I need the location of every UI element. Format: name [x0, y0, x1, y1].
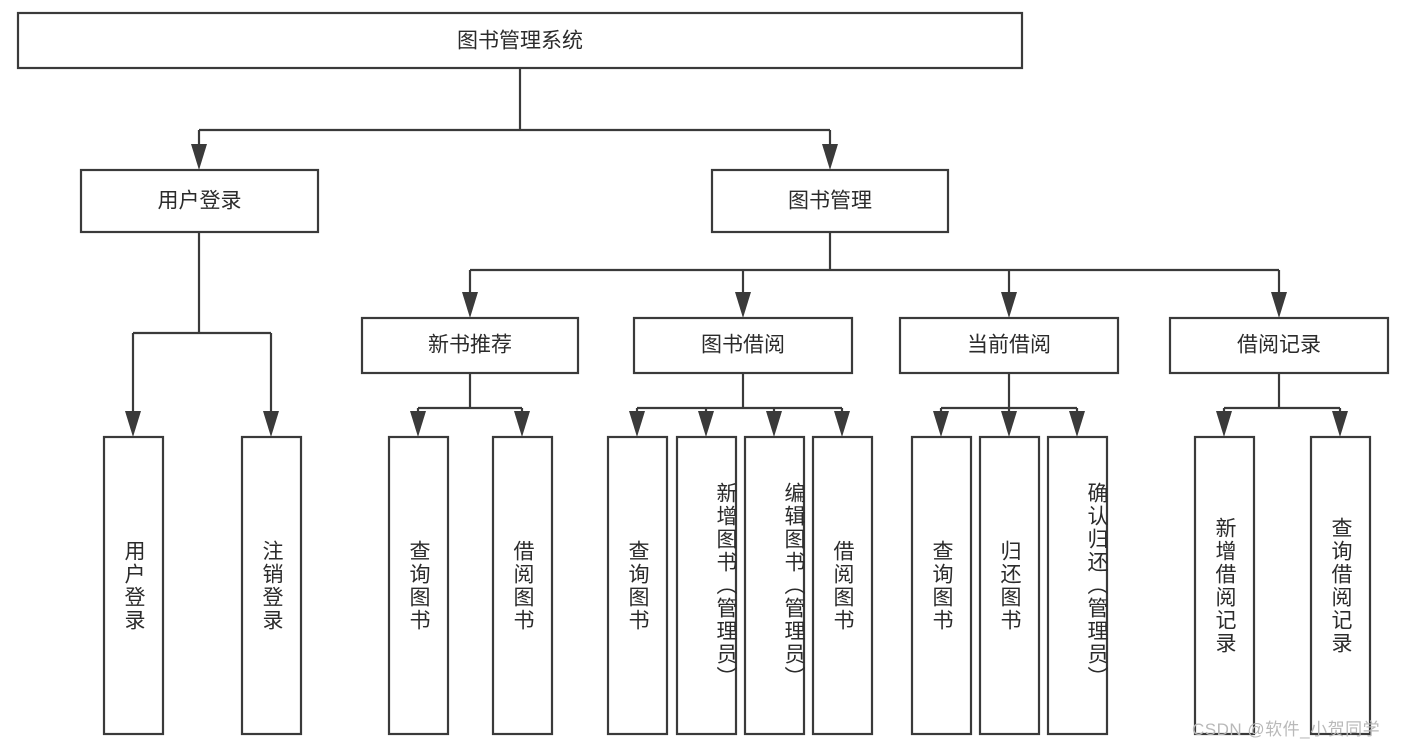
arrowhead-leaf-return-book — [1001, 411, 1017, 437]
node-label-borrow-record: 借阅记录 — [1237, 334, 1321, 357]
leaf-box-edit-book[interactable] — [743, 435, 806, 736]
leaf-box-query-book-2[interactable] — [606, 435, 669, 736]
connector-layer — [125, 68, 1348, 437]
arrowhead-book-mgmt — [822, 144, 838, 170]
node-label-current-borrow: 当前借阅 — [967, 334, 1051, 357]
leaf-box-add-book[interactable] — [675, 435, 738, 736]
arrowhead-current-borrow — [1001, 292, 1017, 318]
leaf-box-borrow-book-1[interactable] — [491, 435, 554, 736]
node-box-book-borrow[interactable] — [632, 316, 854, 375]
leaf-box-logout[interactable] — [240, 435, 303, 736]
node-box-root[interactable] — [16, 11, 1024, 70]
leaf-box-query-book-1[interactable] — [387, 435, 450, 736]
arrowhead-leaf-borrow-book-1 — [514, 411, 530, 437]
arrowhead-borrow-record — [1271, 292, 1287, 318]
arrowhead-user-login — [191, 144, 207, 170]
arrowhead-leaf-add-record — [1216, 411, 1232, 437]
arrowhead-new-book — [462, 292, 478, 318]
node-box-current-borrow[interactable] — [898, 316, 1120, 375]
arrowhead-leaf-query-book-1 — [410, 411, 426, 437]
arrowhead-leaf-query-book-2 — [629, 411, 645, 437]
leaf-box-query-book-3[interactable] — [910, 435, 973, 736]
arrowhead-book-borrow — [735, 292, 751, 318]
arrowhead-leaf-add-book — [698, 411, 714, 437]
csdn-watermark: CSDN @软件_小贺同学 — [1192, 720, 1381, 739]
node-box-book-management[interactable] — [710, 168, 950, 234]
arrowhead-leaf-query-record — [1332, 411, 1348, 437]
node-label-book-borrow: 图书借阅 — [701, 334, 785, 357]
node-layer: 图书管理系统 用户登录 图书管理 新书推荐 图书借阅 当前借阅 借阅记录 — [16, 11, 1390, 736]
node-box-user-login[interactable] — [79, 168, 320, 234]
leaf-box-confirm-return[interactable] — [1046, 435, 1109, 736]
arrowhead-leaf-logout — [263, 411, 279, 437]
leaf-box-add-record[interactable] — [1193, 435, 1256, 736]
node-label-book-management: 图书管理 — [788, 190, 872, 213]
arrowhead-leaf-edit-book — [766, 411, 782, 437]
node-box-new-book-recommend[interactable] — [360, 316, 580, 375]
node-box-borrow-record[interactable] — [1168, 316, 1390, 375]
leaf-box-return-book[interactable] — [978, 435, 1041, 736]
leaf-box-borrow-book-2[interactable] — [811, 435, 874, 736]
leaf-box-user-login[interactable] — [102, 435, 165, 736]
arrowhead-leaf-confirm-return — [1069, 411, 1085, 437]
arrowhead-leaf-user-login — [125, 411, 141, 437]
leaf-box-query-record[interactable] — [1309, 435, 1372, 736]
node-label-root: 图书管理系统 — [457, 30, 583, 53]
arrowhead-leaf-borrow-book-2 — [834, 411, 850, 437]
arrowhead-leaf-query-book-3 — [933, 411, 949, 437]
node-label-user-login: 用户登录 — [158, 190, 242, 213]
node-label-new-book-recommend: 新书推荐 — [428, 334, 512, 357]
